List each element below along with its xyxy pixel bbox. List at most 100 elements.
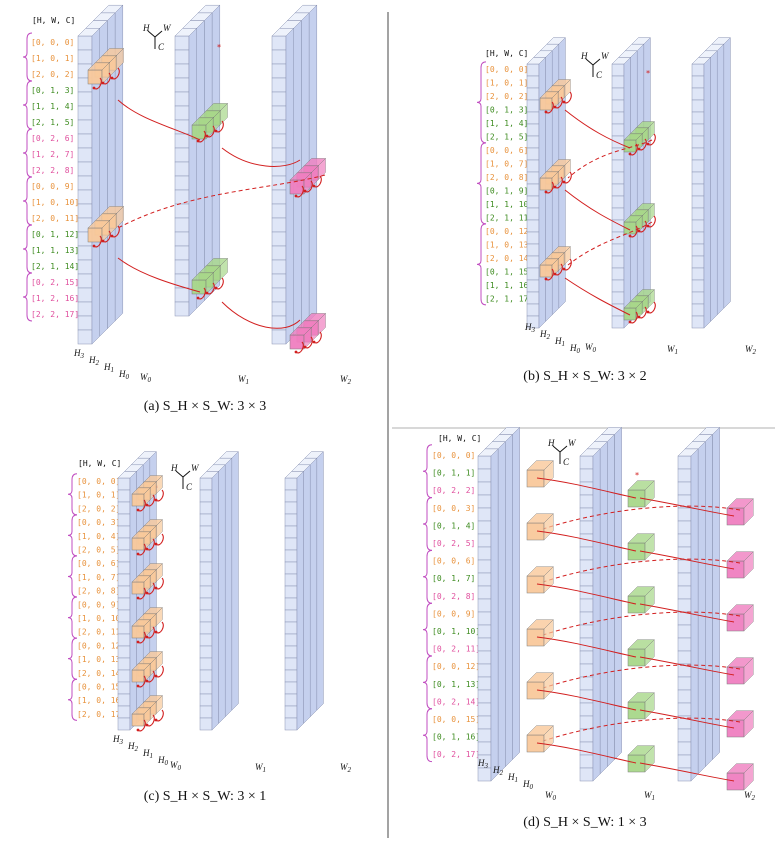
cube-face [199,645,213,659]
w-label: W0 [585,342,597,354]
star-marker: * [217,43,222,52]
cube-face [526,279,540,293]
cube-face [579,572,594,587]
curl-arrow-dot [154,586,158,590]
label-row: [0, 0, 12] [485,227,533,236]
cube-face [271,259,287,275]
cube-face [117,561,131,575]
label-row: [2, 2, 8] [31,166,74,175]
link-arrow [639,656,735,676]
axis-h-line [147,30,156,38]
label-row: [0, 0, 6] [77,559,120,568]
highlight-pink-side [743,603,754,632]
label-row: [0, 0, 12] [77,641,125,650]
cube-face [611,303,625,317]
cube-face [284,717,298,731]
cube-face [611,267,625,281]
cube-face [117,525,131,539]
curl-arrow-dot [92,244,96,248]
cube-side [636,43,645,316]
cube-face [677,533,692,548]
highlight-orange [87,227,103,243]
link-arrow-dashed [539,717,741,743]
cube-face [284,513,298,527]
curl-arrow-dot [646,310,650,314]
cube-face [271,217,287,233]
cube-face [611,111,625,125]
cube-face [174,133,190,149]
cube-face [526,159,540,173]
curl-arrow-dot [136,552,140,556]
label-row: [2, 1, 5] [485,133,528,142]
link-arrow [536,636,637,658]
highlight-pink [726,666,745,685]
cube-face [526,183,540,197]
highlight-orange-side [143,618,151,639]
curl-arrow-dot [637,229,641,233]
cube-face [691,63,705,77]
link-arrow [564,189,631,231]
w-label: W1 [238,374,249,386]
cube-face [271,133,287,149]
tensor-w1 [611,36,652,329]
cube-face [117,621,131,635]
axis-w-label: W [601,51,610,61]
axis-c-label: C [563,457,570,467]
label-row: [1, 0, 7] [77,573,120,582]
curl-arrow-dot [145,547,149,551]
cube-face [284,489,298,503]
highlight-orange-side [143,574,151,595]
curl-arrow-dot [196,139,200,143]
label-row: [0, 0, 0] [485,65,528,74]
label-row: [2, 0, 2] [31,70,74,79]
cube-face [117,645,131,659]
curl-arrow-dot [637,147,641,151]
label-row: [2, 0, 14] [77,669,125,678]
axis-h-line [175,470,184,478]
label-row: [1, 1, 16] [485,281,533,290]
curl-arrow-dot [628,152,632,156]
cube-face [477,689,492,704]
cube-face [117,501,131,515]
curl-arrow-dot [303,189,307,193]
cube-face [691,159,705,173]
cube-face [117,633,131,647]
cube-face [199,501,213,515]
curl-arrow-dot [628,320,632,324]
highlight-orange-side [543,671,554,700]
highlight-pink [726,507,745,526]
cube-face [611,99,625,113]
cube-face [691,147,705,161]
cube-face [284,573,298,587]
curl-arrow-dot [562,267,566,271]
curl-arrow-dot [136,508,140,512]
label-row: [0, 0, 0] [432,451,475,460]
highlight-pink [726,560,745,579]
w-label: W0 [170,760,182,772]
cube-face [691,315,705,329]
link-arrow [117,99,201,141]
label-row: [0, 2, 17] [432,750,480,759]
cube-face [526,147,540,161]
label-row: [1, 1, 13] [31,246,79,255]
link-arrow-dashed [539,505,741,531]
cube-side [538,56,546,329]
highlight-pink-side [743,709,754,738]
cube-face [117,573,131,587]
cube-face [579,598,594,613]
group-brace [422,655,433,710]
tensor-w1 [199,450,240,731]
link-arrow-dashed [117,174,326,229]
cube-face [677,572,692,587]
cube-side [204,12,213,302]
label-row: [0, 2, 15] [31,278,79,287]
highlight-orange-side [543,459,554,488]
group-brace [476,61,487,144]
label-row: [2, 1, 17] [485,295,533,304]
cube-face [611,195,625,209]
cube-face [77,49,93,65]
cube-face [199,621,213,635]
